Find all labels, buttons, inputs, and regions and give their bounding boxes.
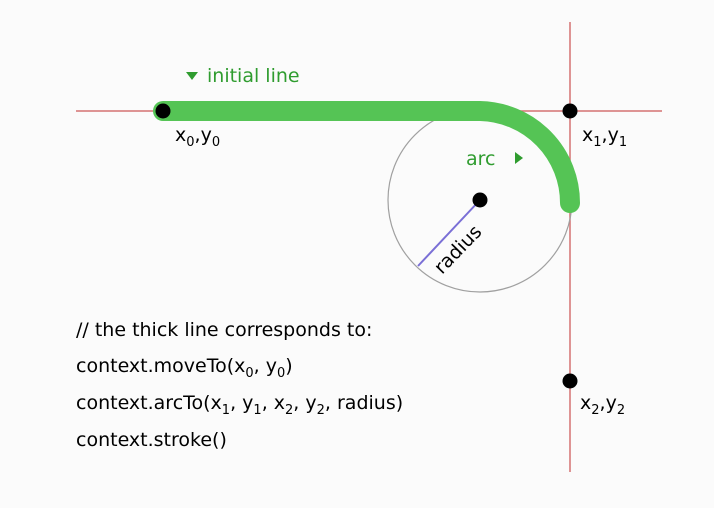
circle-center-point: [472, 192, 488, 208]
triangle-right-icon: [515, 152, 523, 164]
thick-line-path: [153, 101, 580, 213]
point-label-x0-y0: x0,y0: [175, 124, 220, 150]
triangle-down-icon: [186, 72, 198, 80]
radius-line: [417, 199, 481, 267]
code-comment-line: // the thick line corresponds to:: [76, 319, 372, 341]
point-x2-y2: [562, 373, 578, 389]
code-stroke-line: context.stroke(): [76, 429, 227, 451]
point-label-x2-y2: x2,y2: [580, 392, 625, 418]
initial-line-label: initial line: [207, 65, 300, 87]
arc-label: arc: [466, 148, 495, 170]
point-x0-y0: [155, 103, 171, 119]
point-x1-y1: [562, 103, 578, 119]
radius-label: radius: [430, 221, 487, 279]
point-label-x1-y1: x1,y1: [582, 124, 627, 150]
code-arc-to-line: context.arcTo(x1, y1, x2, y2, radius): [76, 392, 403, 418]
code-move-to-line: context.moveTo(x0, y0): [76, 355, 293, 381]
